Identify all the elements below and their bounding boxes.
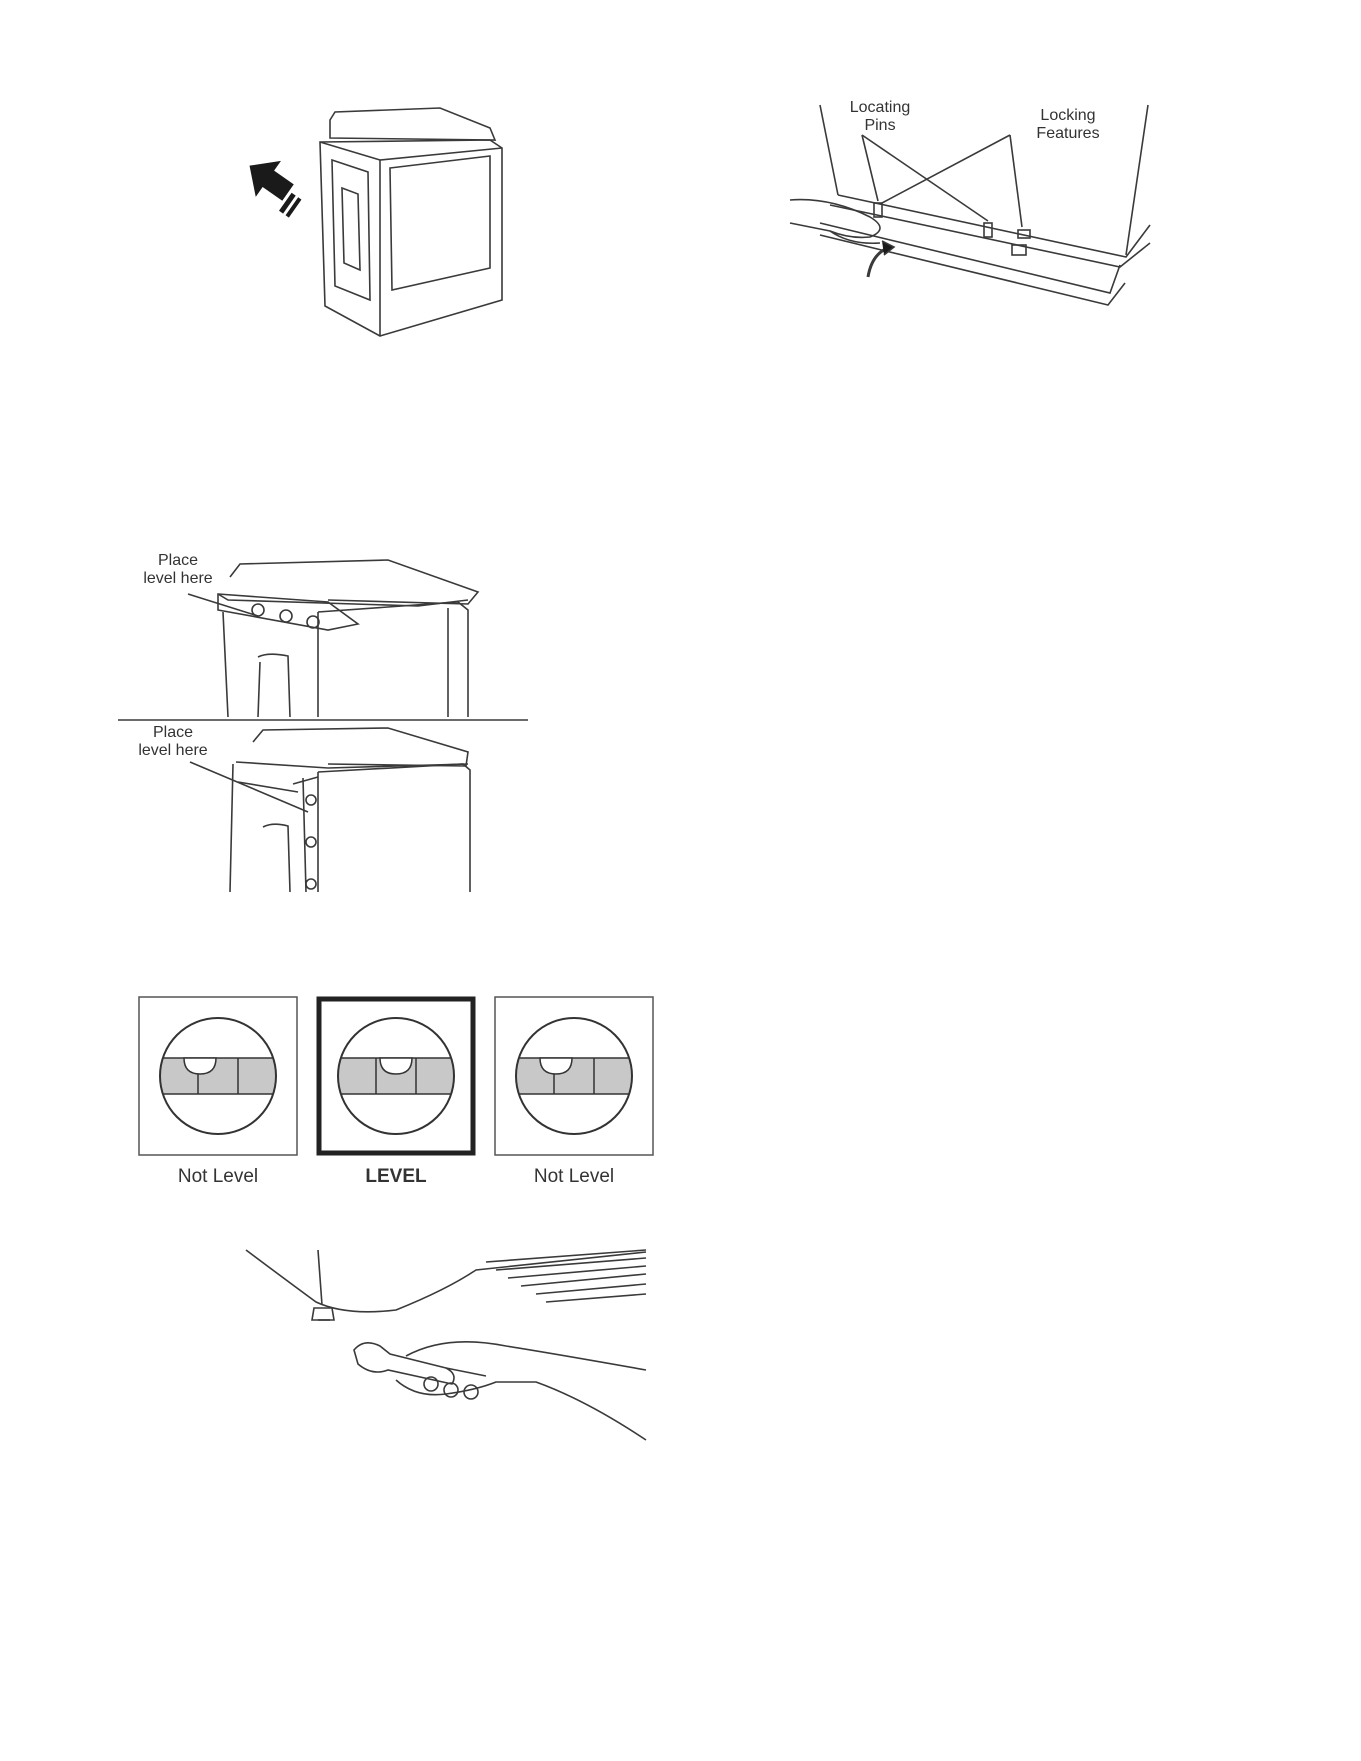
level-vial-icon	[138, 996, 298, 1156]
level-band	[160, 1058, 276, 1094]
place-level-top-label: Place level here	[118, 552, 238, 588]
level-indicator-1: Not Level	[138, 996, 298, 1156]
level-vial-icon	[316, 996, 476, 1156]
level-vial-icon	[494, 996, 654, 1156]
push-arrow-icon	[237, 148, 302, 218]
level-placement-figure: Place level here Place level here	[118, 552, 528, 892]
place-level-bottom-label: Place level here	[118, 724, 228, 760]
level-indicator-3: Not Level	[494, 996, 654, 1156]
level-caption: Not Level	[494, 1166, 654, 1188]
wrench-adjust-figure	[246, 1250, 646, 1445]
level-bubble	[184, 1058, 216, 1074]
level-indicator-2: LEVEL	[316, 996, 476, 1156]
pin-locking-figure: Locating Pins Locking Features	[790, 105, 1170, 325]
level-caption: Not Level	[138, 1166, 298, 1188]
level-band	[516, 1058, 632, 1094]
dryer-push-figure	[240, 100, 510, 340]
level-bubble	[540, 1058, 572, 1074]
locating-pins-label: Locating Pins	[820, 99, 940, 135]
level-caption: LEVEL	[316, 1166, 476, 1188]
locking-features-label: Locking Features	[1008, 107, 1128, 143]
level-bubble	[380, 1058, 412, 1074]
